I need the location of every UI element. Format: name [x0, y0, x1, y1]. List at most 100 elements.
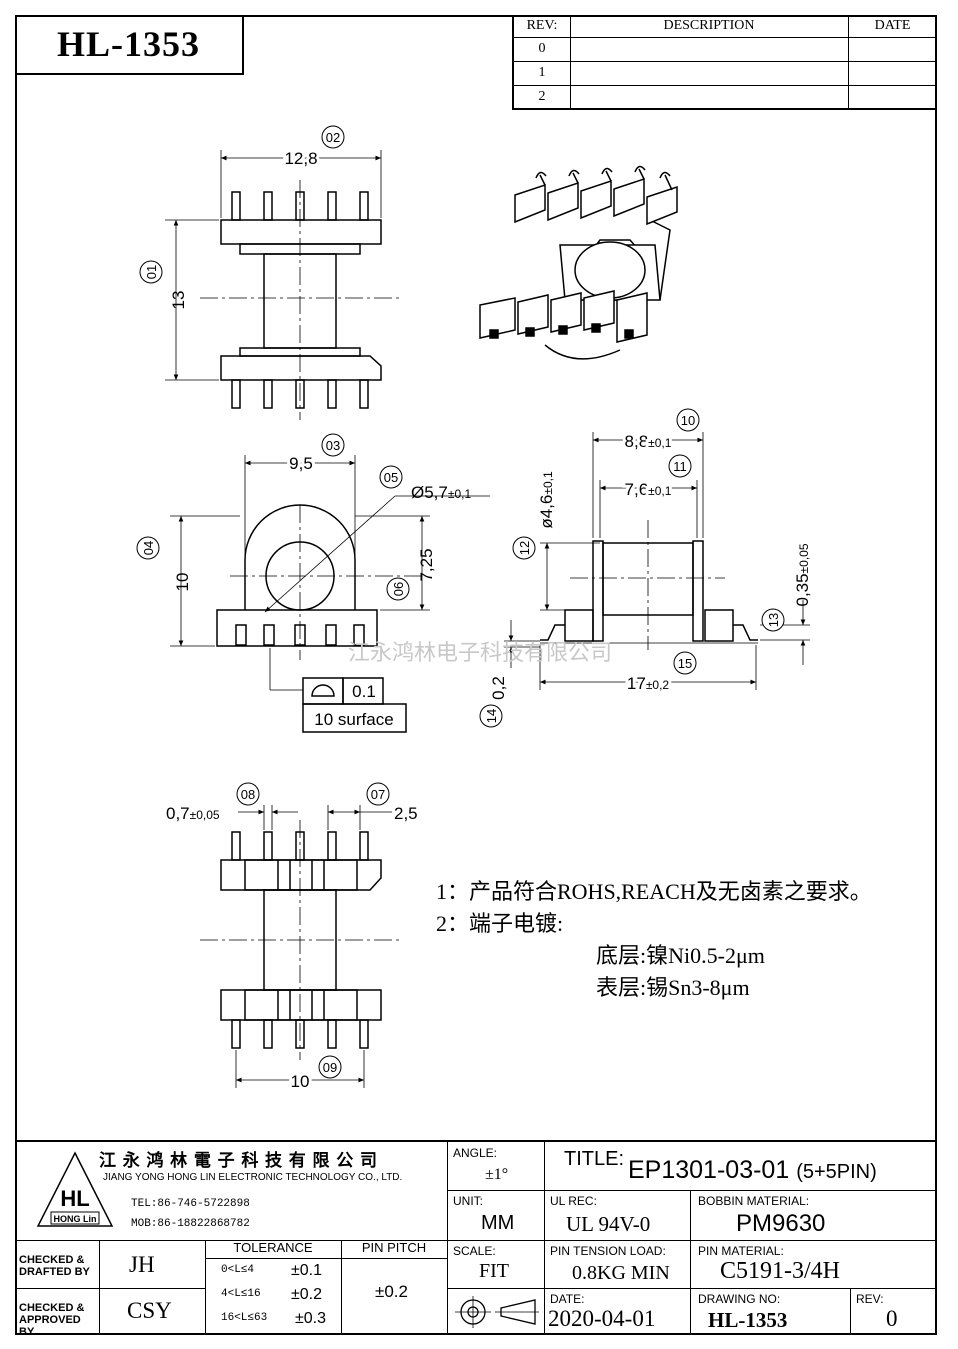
- third-angle-projection-icon: [455, 1296, 539, 1328]
- balloon-05: 05: [379, 465, 403, 489]
- side-view: [504, 432, 810, 690]
- description-cell: [570, 85, 849, 108]
- balloon-15: 15: [673, 651, 697, 675]
- drawing-frame: [15, 15, 937, 1335]
- company-mob: MOB:86-18822868782: [131, 1218, 250, 1230]
- svg-text:06: 06: [391, 582, 406, 596]
- svg-text:04: 04: [141, 541, 156, 555]
- svg-text:05: 05: [384, 470, 398, 485]
- date-cell: [848, 37, 937, 62]
- dim-core-dia: ø4,6±0,1: [537, 471, 556, 529]
- note-line: 1：产品符合ROHS,REACH及无卤素之要求。: [436, 879, 872, 904]
- note-line: 表层:锡Sn3-8μm: [596, 975, 750, 1000]
- description-cell: [570, 37, 849, 62]
- dim-bore-dia: Ø5,7±0,1: [411, 483, 471, 502]
- flatness-symbol-cell: [302, 677, 344, 705]
- dim-pin-w: 0,7±0,05: [166, 804, 220, 823]
- balloon-03: 03: [321, 433, 345, 457]
- drafted-value-cell: JH: [99, 1240, 206, 1289]
- technical-drawing: 12,8 13: [136, 125, 812, 1091]
- title-cell: TITLE: EP1301-03-01 (5+5PIN): [544, 1142, 937, 1191]
- bottom-flange: [220, 355, 382, 381]
- balloon-11: 11: [668, 454, 692, 478]
- watermark: 江永鸿林电子科技有限公司: [348, 640, 612, 665]
- note-line: 2：端子电镀:: [436, 911, 564, 936]
- balloon-09: 09: [318, 1055, 342, 1079]
- dim-front-width: 9,5: [289, 454, 313, 473]
- dim-pitch: 2,5: [394, 804, 418, 823]
- svg-text:09: 09: [323, 1060, 337, 1075]
- flatness-note: 10 surface: [314, 710, 393, 729]
- flatness-note-cell: [302, 703, 407, 733]
- revision-table: REV: DESCRIPTION DATE 0 1 2: [512, 15, 937, 110]
- balloon-10: 10: [676, 408, 700, 432]
- rev-cell: 1: [514, 61, 571, 86]
- dim-top-height: 13: [169, 291, 188, 310]
- pin-material-cell: PIN MATERIAL: C5191-3/4H: [690, 1240, 937, 1289]
- approved-value-cell: CSY: [99, 1288, 206, 1335]
- top-view: [165, 150, 400, 420]
- tension-cell: PIN TENSION LOAD: 0.8KG MIN: [544, 1240, 691, 1289]
- bobbin-material-cell: BOBBIN MATERIAL: PM9630: [690, 1190, 937, 1241]
- rev-cell: 2: [514, 85, 571, 108]
- pin: [231, 191, 241, 221]
- flatness-value: 0.1: [352, 682, 376, 701]
- svg-text:15: 15: [678, 656, 692, 671]
- pin: [231, 379, 241, 409]
- rev-cell: REV: 0: [856, 1292, 898, 1331]
- balloons: 02 01 03 05 04 06 10 11 12 13 14 15 08 0…: [136, 125, 785, 1079]
- company-name-cn: 江 永 鸿 林 電 子 科 技 有 限 公 司: [99, 1151, 378, 1170]
- balloon-12: 12: [512, 536, 536, 560]
- top-terminals: [514, 165, 678, 226]
- svg-text:03: 03: [326, 438, 340, 453]
- isometric-view: [479, 165, 678, 360]
- svg-text:13: 13: [766, 613, 781, 627]
- balloon-14: 14: [479, 704, 503, 728]
- company-name-en: JIANG YONG HONG LIN ELECTRONIC TECHNOLOG…: [103, 1172, 403, 1183]
- balloon-04: 04: [136, 536, 160, 560]
- pin-pitch-cell: PIN PITCH ±0.2: [341, 1240, 448, 1335]
- unit-cell: UNIT: MM: [447, 1190, 545, 1241]
- date-header: DATE: [848, 15, 937, 38]
- pin: [327, 379, 337, 409]
- pin: [263, 191, 273, 221]
- svg-text:11: 11: [673, 459, 687, 474]
- projection-symbol-cell: [447, 1288, 545, 1335]
- pin: [263, 379, 273, 409]
- description-cell: [570, 61, 849, 86]
- svg-text:14: 14: [484, 709, 499, 723]
- description-header: DESCRIPTION: [570, 15, 849, 38]
- company-logo: HL HONG Lin: [36, 1151, 114, 1227]
- pin: [359, 191, 369, 221]
- svg-text:08: 08: [241, 787, 255, 802]
- balloon-13: 13: [761, 608, 785, 632]
- base-flange: [216, 609, 378, 647]
- drawing-no-cell: DRAWING NO: HL-1353: [690, 1288, 851, 1335]
- ul-cell: UL REC: UL 94V-0: [544, 1190, 691, 1241]
- balloon-01: 01: [139, 260, 163, 284]
- svg-text:HL: HL: [60, 1186, 89, 1211]
- rev-header: REV:: [514, 15, 571, 38]
- notes: 1：产品符合ROHS,REACH及无卤素之要求。 2：端子电镀: 底层:镍Ni0…: [436, 876, 872, 1004]
- angle-cell: ANGLE: ±1°: [447, 1142, 545, 1191]
- dim-front-height: 10: [173, 573, 192, 592]
- dim-standoff: 0,2: [489, 676, 508, 700]
- dim-span: 17±0,2: [627, 674, 670, 693]
- tolerance-cell: TOLERANCE 0<L≤4 ±0.1 4<L≤16 ±0.2 16<L≤63…: [205, 1240, 342, 1335]
- svg-text:02: 02: [326, 130, 340, 145]
- top-flange: [220, 219, 382, 245]
- profile-surface-icon: [311, 684, 335, 697]
- drafted-label-cell: CHECKED & DRAFTED BY: [15, 1240, 100, 1289]
- balloon-06: 06: [386, 577, 410, 601]
- svg-text:12: 12: [517, 541, 532, 555]
- dim-row-span: 10: [291, 1072, 310, 1091]
- bottom-terminals: [479, 290, 648, 360]
- bottom-view: [200, 805, 402, 1088]
- part-code-box: HL-1353: [15, 15, 244, 75]
- dim-side-inner: 7,6±0,1: [625, 480, 672, 499]
- balloon-07: 07: [366, 782, 390, 806]
- svg-text:10: 10: [681, 413, 695, 428]
- balloon-08: 08: [236, 782, 260, 806]
- title-block: HL HONG Lin 江 永 鸿 林 電 子 科 技 有 限 公 司 JIAN…: [15, 1140, 937, 1338]
- rev-cell: 0: [514, 37, 571, 62]
